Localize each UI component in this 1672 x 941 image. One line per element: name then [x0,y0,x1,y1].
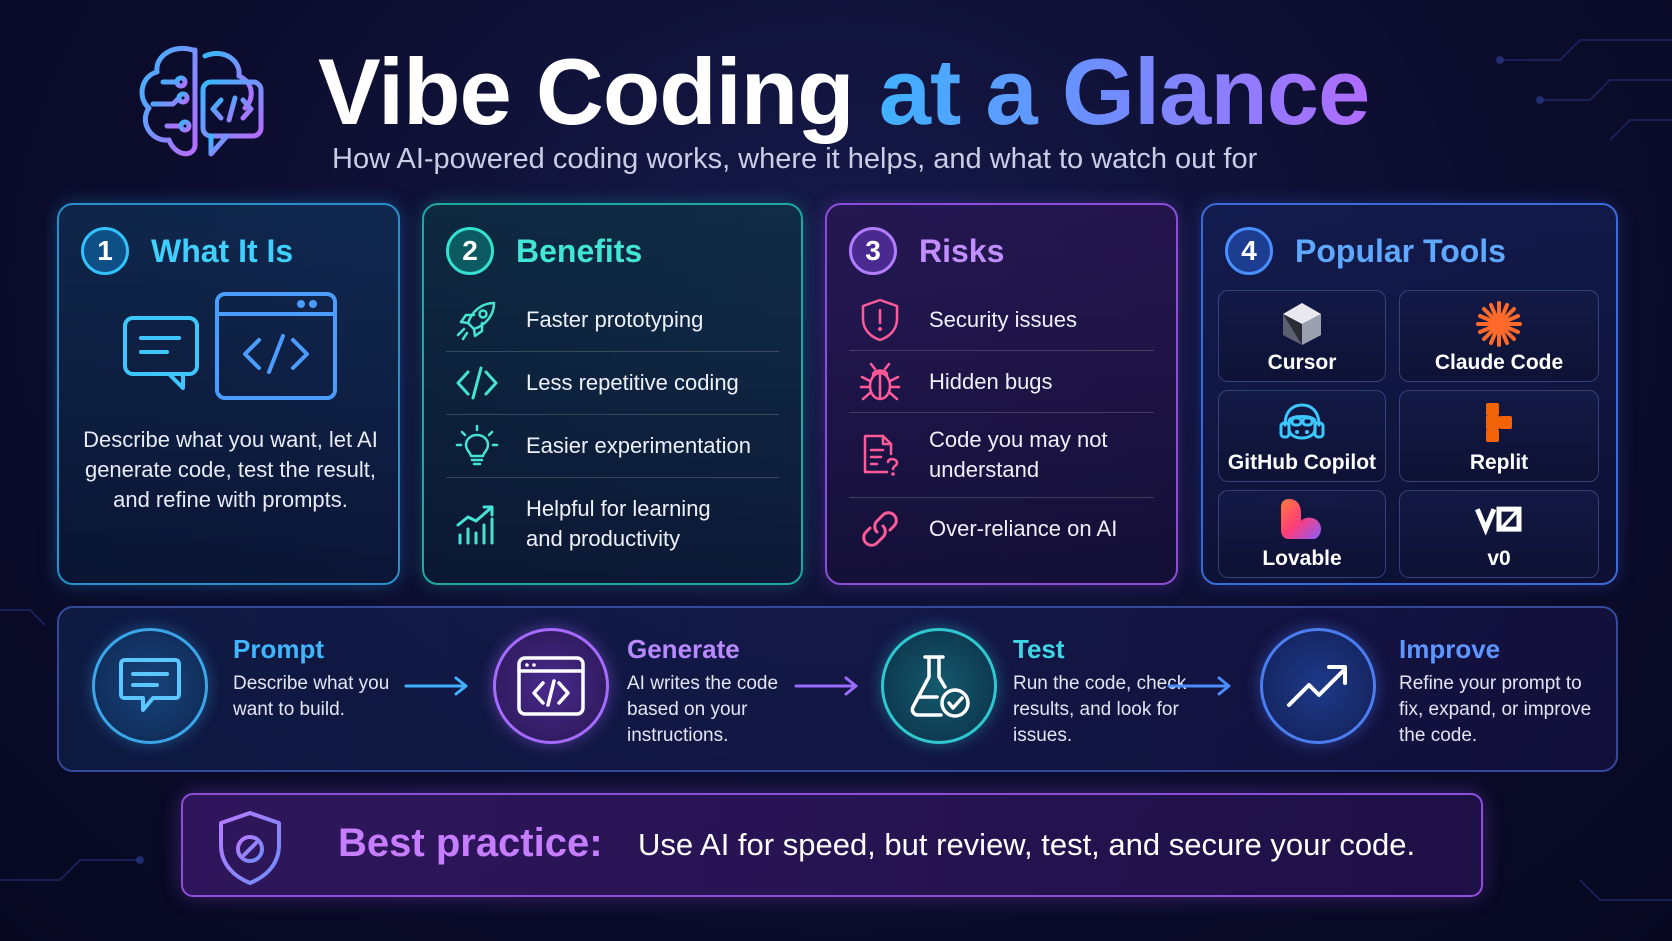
list-item: Over-reliance on AI [849,498,1154,560]
page-subtitle: How AI-powered coding works, where it he… [332,143,1258,175]
list-item-text: Over-reliance on AI [929,516,1118,541]
tool-name: Replit [1469,451,1529,474]
step-prompt: Prompt Describe what you want to build. [233,634,403,723]
section-number: 4 [1225,227,1273,275]
tool-name: Lovable [1262,547,1342,570]
list-item-text: Code you may not understand [929,427,1108,482]
step-title: Prompt [233,634,324,664]
page-title: Vibe Coding at a Glance [318,39,1371,144]
chat-code-window-icon [123,292,337,400]
list-item-text: Less repetitive coding [526,370,739,395]
list-item-text: Hidden bugs [929,368,1053,394]
document-question-icon [863,434,899,476]
arrow-right-icon [794,676,858,696]
section-description: Describe what you want, let AI generate … [83,427,378,512]
tools-grid: Cursor Claude Code [1218,290,1599,578]
title-part-2: at a Glance [878,39,1371,144]
card-risks: 3 Risks Security issues Hidden bugs [825,203,1178,585]
step-generate: Generate AI writes the code based on you… [627,634,797,749]
tool-name: Cursor [1267,351,1337,374]
step-description: AI writes the code based on your instruc… [627,673,779,746]
claude-star-icon [1476,301,1522,347]
bug-icon [859,362,901,400]
shield-alert-icon [861,298,899,341]
best-practice-banner: Best practice: Use AI for speed, but rev… [181,793,1483,897]
code-window-icon [517,656,585,716]
section-title: Benefits [516,232,643,269]
chart-growth-icon [456,505,494,545]
tool-name: GitHub Copilot [1227,451,1377,474]
list-item: Code you may not understand [849,413,1154,498]
brain-code-icon [139,46,264,157]
best-practice-label: Best practice: [338,821,603,865]
step-improve-circle [1260,628,1376,744]
card-benefits: 2 Benefits Faster prototyping Less repet… [422,203,803,585]
list-item: Security issues [849,289,1154,351]
tool-v0: v0 [1399,490,1599,578]
list-item-text: Faster prototyping [526,307,704,332]
rocket-icon [456,301,496,341]
step-description: Run the code, check results, and look fo… [1013,673,1187,746]
shield-check-icon [219,811,281,885]
step-title: Test [1013,634,1065,664]
tool-claude-code: Claude Code [1399,290,1599,382]
card-header: 4 Popular Tools [1225,225,1506,277]
list-item: Less repetitive coding [446,352,779,415]
card-header: 3 Risks [849,225,1004,277]
tool-name: Claude Code [1434,351,1564,374]
step-title: Improve [1399,634,1501,664]
chat-icon [119,658,181,712]
step-test: Test Run the code, check results, and lo… [1013,634,1193,749]
list-item-text: Helpful for learning and productivity [526,496,711,551]
section-number: 3 [849,227,897,275]
step-description: Describe what you want to build. [233,673,390,720]
step-improve: Improve Refine your prompt to fix, expan… [1399,634,1599,749]
card-what-it-is: 1 What It Is Describe what you want, let… [57,203,400,585]
tool-lovable: Lovable [1218,490,1386,578]
card-popular-tools: 4 Popular Tools Cursor [1201,203,1618,585]
step-prompt-circle [92,628,208,744]
section-number: 2 [446,227,494,275]
best-practice-text: Use AI for speed, but review, test, and … [638,827,1416,862]
list-item-text: Easier experimentation [526,433,752,458]
list-item: Helpful for learning and productivity [446,478,779,570]
section-title: What It Is [151,232,294,269]
tool-replit: Replit [1399,390,1599,482]
section-title: Risks [919,232,1005,269]
lovable-heart-icon [1281,499,1321,539]
arrow-right-icon [404,676,468,696]
step-generate-circle [493,628,609,744]
tool-cursor: Cursor [1218,290,1386,382]
arrow-right-icon [1167,676,1231,696]
section-number: 1 [81,227,129,275]
card-header: 2 Benefits [446,225,642,277]
v0-icon [1475,506,1522,536]
list-item-text: Security issues [929,306,1077,332]
list-item: Hidden bugs [849,351,1154,413]
list-item: Easier experimentation [446,415,779,478]
cursor-cube-icon [1283,303,1321,345]
link-icon [862,511,898,547]
trend-up-icon [1287,665,1347,707]
risks-list: Security issues Hidden bugs C [849,289,1154,560]
card-header: 1 What It Is [81,225,293,277]
step-test-circle [881,628,997,744]
lightbulb-icon [455,424,499,466]
copilot-icon [1279,403,1325,440]
benefits-list: Faster prototyping Less repetitive codin… [446,289,779,570]
list-item: Faster prototyping [446,289,779,352]
title-part-1: Vibe Coding [318,39,855,144]
code-icon [456,366,498,400]
step-description: Refine your prompt to fix, expand, or im… [1399,673,1592,746]
tool-name: v0 [1487,547,1511,570]
workflow-panel: Prompt Describe what you want to build. … [57,606,1618,772]
header: Vibe Coding at a Glance How AI-powered c… [0,0,1672,190]
tool-github-copilot: GitHub Copilot [1218,390,1386,482]
flask-check-icon [910,655,970,718]
replit-icon [1486,403,1512,442]
step-title: Generate [627,634,740,664]
section-title: Popular Tools [1295,232,1506,269]
